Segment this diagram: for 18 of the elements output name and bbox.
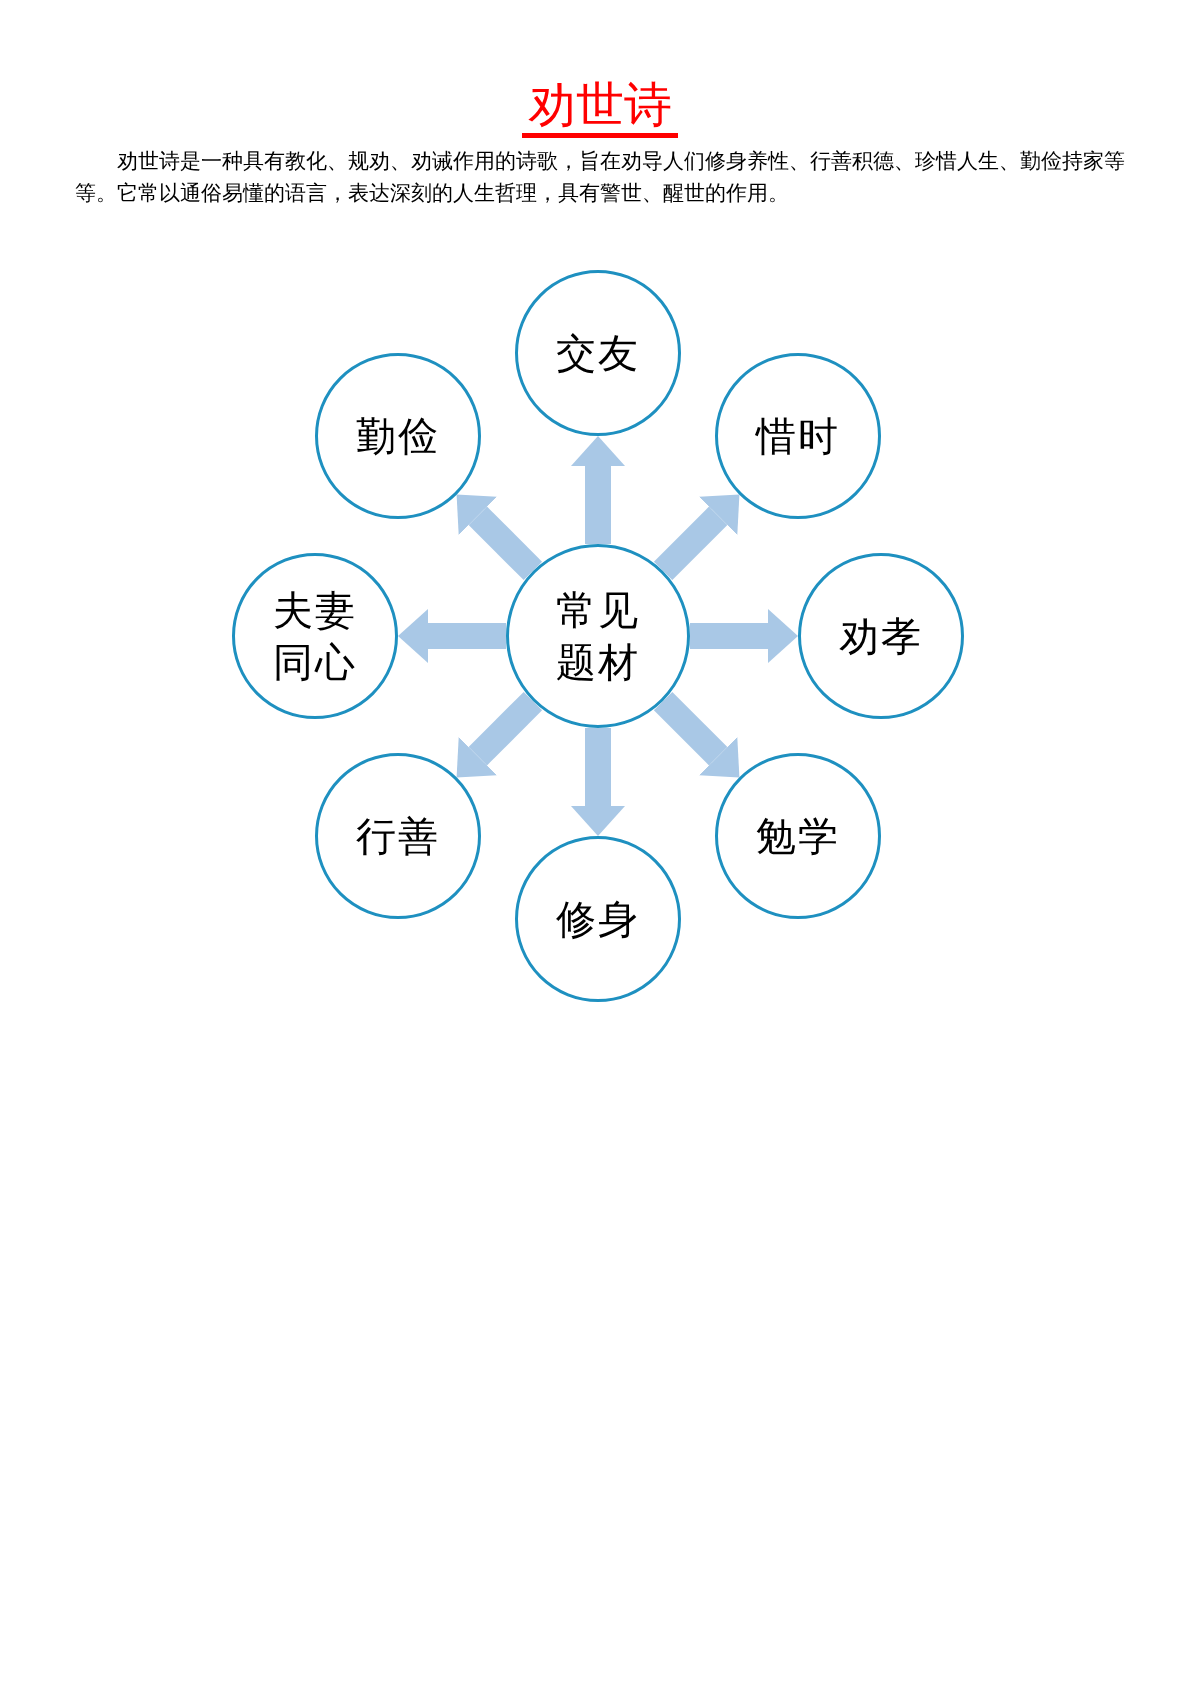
topic-label: 勉学 [756, 812, 841, 862]
topic-label: 勤俭 [355, 411, 440, 461]
block-arrow [456, 691, 543, 778]
block-arrow [456, 494, 543, 581]
block-arrow [653, 494, 740, 581]
block-arrow [571, 728, 625, 836]
diagram-title: 劝世诗 [522, 78, 678, 138]
block-arrow [398, 609, 506, 663]
topic-label: 交友 [556, 329, 640, 378]
topic-label: 修身 [556, 895, 640, 944]
block-arrow [571, 436, 625, 544]
description-paragraph: 劝世诗是一种具有教化、规劝、劝诫作用的诗歌，旨在劝导人们修身养性、行善积德、珍惜人生、勤俭持家等等。它常以通俗易懂的语言，表达深刻的人生哲理，具有警世、醒世的作用。 [75, 148, 1126, 207]
topic-label: 劝孝 [839, 612, 923, 661]
topic-label: 惜时 [756, 411, 841, 461]
topic-label: 行善 [355, 812, 440, 862]
topic-label: 常见题材 [556, 586, 640, 687]
block-arrow [690, 609, 798, 663]
topic-label: 夫妻同心 [273, 586, 357, 687]
